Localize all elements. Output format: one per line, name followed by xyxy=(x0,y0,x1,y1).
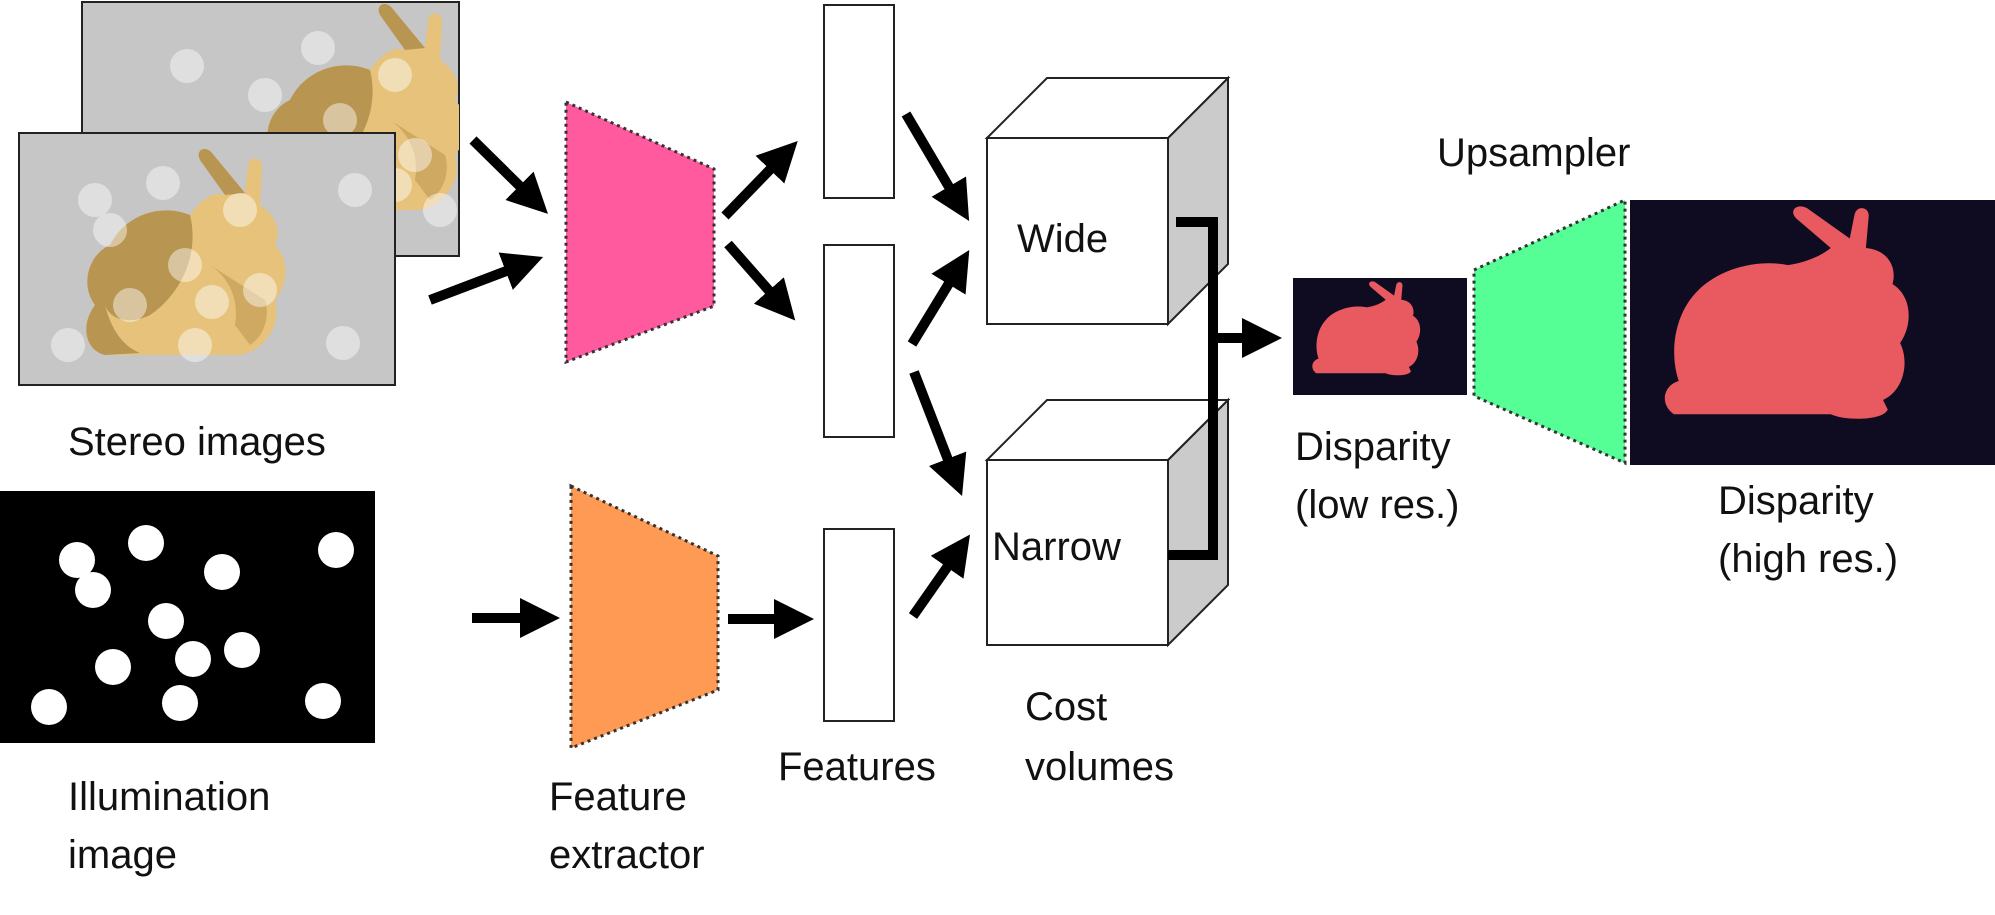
arrow-feature-top-to-wide xyxy=(901,111,970,222)
bunny-image-icon xyxy=(51,149,372,362)
feature-map-bottom xyxy=(823,528,895,722)
feature-map-top xyxy=(823,4,895,199)
arrow-right-image-to-extractor xyxy=(469,136,548,214)
cost-volumes-label-line2: volumes xyxy=(1025,745,1174,789)
stereo-images xyxy=(18,1,460,386)
feature-map-middle xyxy=(823,244,895,438)
feature-extractor-label-line2: extractor xyxy=(549,833,705,877)
stereo-images-label: Stereo images xyxy=(68,420,326,464)
illumination-image-label-line1: Illumination xyxy=(68,775,270,819)
upsampler xyxy=(1472,197,1627,466)
arrow-feature-middle-to-wide xyxy=(907,250,970,347)
disparity-high-res xyxy=(1630,200,1995,465)
arrow-extractor-to-feature-top xyxy=(721,140,798,220)
disparity-low-label-line2: (low res.) xyxy=(1295,483,1459,527)
cost-volume-wide xyxy=(984,75,1231,327)
illumination-feature-extractor xyxy=(569,483,720,751)
cost-volume-narrow-label: Narrow xyxy=(992,525,1121,569)
disparity-low-res xyxy=(1293,278,1467,395)
arrow-feature-middle-to-narrow xyxy=(909,370,967,497)
cost-volumes-label-line1: Cost xyxy=(1025,685,1107,729)
disparity-high-label-line2: (high res.) xyxy=(1718,537,1898,581)
cost-volume-wide-label: Wide xyxy=(1017,217,1108,261)
illumination-image xyxy=(0,491,375,743)
dot-pattern-icon xyxy=(31,525,354,725)
disparity-low-label-line1: Disparity xyxy=(1295,425,1451,469)
extractor-to-feature-arrows xyxy=(721,140,815,639)
features-label: Features xyxy=(778,745,936,789)
feature-to-cost-arrows xyxy=(901,111,971,619)
arrow-extractor-to-feature-middle xyxy=(724,240,796,321)
disparity-high-label-line1: Disparity xyxy=(1718,479,1874,523)
cost-volume-merge-arrow xyxy=(1168,217,1283,560)
stereo-feature-extractor xyxy=(564,99,716,365)
features xyxy=(823,4,895,722)
feature-extractor-label-line1: Feature xyxy=(549,775,687,819)
arrow-feature-bottom-to-narrow xyxy=(908,534,971,619)
illumination-image-label-line2: image xyxy=(68,833,177,877)
cost-volume-narrow xyxy=(984,397,1231,648)
upsampler-label: Upsampler xyxy=(1437,131,1630,175)
input-arrows xyxy=(428,136,561,638)
arrow-left-image-to-extractor xyxy=(428,252,544,305)
stereo-image-left xyxy=(18,132,396,386)
